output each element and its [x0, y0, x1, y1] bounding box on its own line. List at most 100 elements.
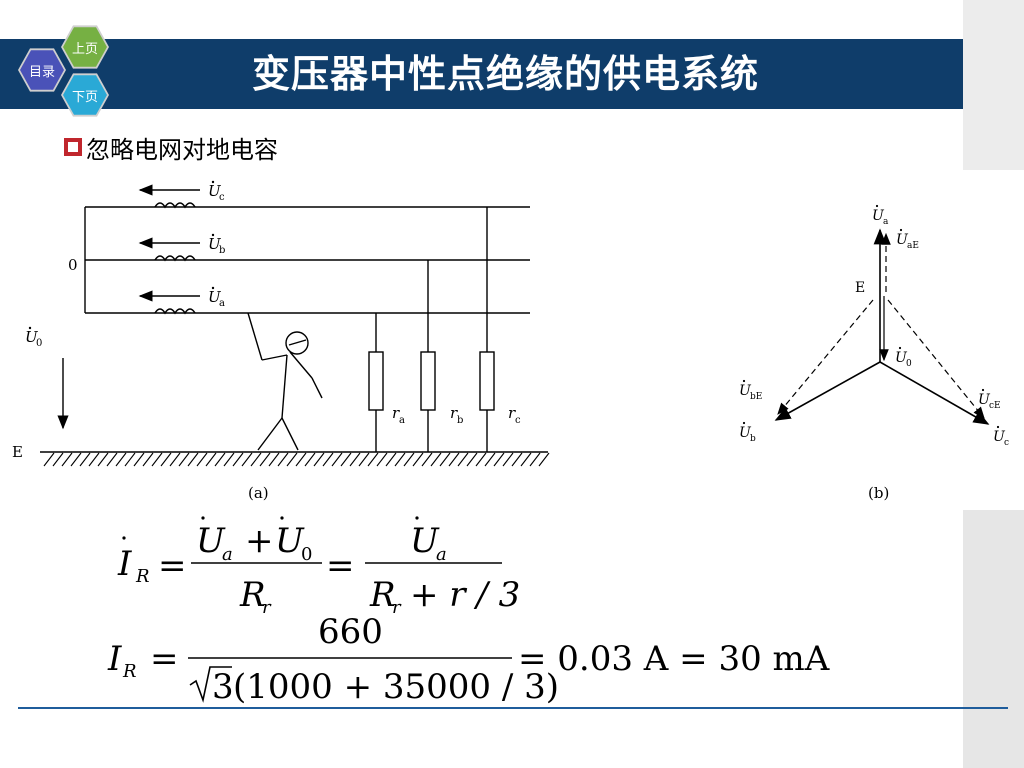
ground-hatch — [241, 452, 253, 467]
f1-num2: U — [410, 521, 440, 561]
ground-hatch — [232, 452, 244, 467]
label-phasor-uce-sub: cE — [989, 401, 1001, 411]
bullet-square-icon — [64, 138, 82, 156]
label-phasor-ube-sub: bE — [750, 392, 762, 402]
side-panel-middle — [963, 170, 1024, 510]
ground-hatch — [115, 452, 127, 467]
ground-hatch — [439, 452, 451, 467]
bullet-item: 忽略电网对地电容 — [64, 132, 278, 164]
f2-num: 660 — [318, 612, 383, 652]
label-ua-sub: a — [219, 298, 225, 309]
ground-hatch — [151, 452, 163, 467]
f1-eq1: = — [158, 546, 187, 586]
ground-hatch — [385, 452, 397, 467]
ground-hatch — [484, 452, 496, 467]
label-phasor-ua-sub: a — [883, 217, 889, 227]
label-phasor-ub-sub: b — [750, 434, 756, 444]
ground-hatch — [196, 452, 208, 467]
f1-den2b: + r / 3 — [410, 575, 520, 615]
f1-num1: U — [196, 521, 226, 561]
ground-hatch — [313, 452, 325, 467]
ground-hatch — [70, 452, 82, 467]
ground-hatch — [466, 452, 478, 467]
node-e-label: E — [12, 443, 23, 461]
side-panel-top — [963, 0, 1024, 170]
ground-hatch — [88, 452, 100, 467]
f2-result: = 0.03 A = 30 mA — [518, 639, 830, 679]
ground-hatch — [295, 452, 307, 467]
caption-a: (a) — [248, 484, 269, 502]
f1-eq2: = — [326, 546, 355, 586]
ground-hatch — [187, 452, 199, 467]
ground-hatch — [331, 452, 343, 467]
f2-lhs-sub: R — [122, 661, 137, 682]
node-zero-label: 0 — [68, 256, 78, 274]
f2-den-root: 3 — [212, 667, 234, 707]
ground-hatch — [520, 452, 532, 467]
prev-page-button[interactable]: 上页 — [63, 27, 107, 67]
label-phasor-uae: U — [896, 232, 909, 248]
f1-plus: + — [245, 521, 274, 561]
f2-sqrt-sign — [189, 666, 232, 703]
label-phasor-ube: U — [739, 383, 752, 399]
label-ra-sub: a — [399, 415, 405, 426]
label-u0-sub: 0 — [36, 338, 42, 349]
label-phasor-uc: U — [993, 429, 1006, 445]
ground-hatch — [142, 452, 154, 467]
ground-hatch — [97, 452, 109, 467]
label-rc-sub: c — [515, 415, 521, 426]
f1-num1b: U — [275, 521, 305, 561]
ground-hatch — [421, 452, 433, 467]
ground-hatch — [538, 452, 550, 467]
ground-hatch — [169, 452, 181, 467]
ground-hatch — [160, 452, 172, 467]
ground-hatch — [430, 452, 442, 467]
label-phasor-uce: U — [978, 392, 991, 408]
label-phasor-uc-sub: c — [1004, 438, 1009, 448]
ground-hatch — [475, 452, 487, 467]
f2-eq: = — [150, 639, 179, 679]
ground-hatch — [61, 452, 73, 467]
label-phasor-uae-sub: aE — [907, 241, 919, 251]
f1-lhs-sub: R — [135, 566, 150, 587]
ground-hatch — [511, 452, 523, 467]
ground-hatch — [268, 452, 280, 467]
ground-hatch — [493, 452, 505, 467]
next-page-button[interactable]: 下页 — [63, 75, 107, 115]
ground-hatch — [403, 452, 415, 467]
label-u0: U — [25, 328, 39, 346]
ground-hatch — [79, 452, 91, 467]
ground-hatch — [394, 452, 406, 467]
label-phasor-ub: U — [739, 425, 752, 441]
f1-den2a: R — [369, 575, 396, 615]
label-ub-sub: b — [219, 245, 225, 256]
ground-hatch — [133, 452, 145, 467]
label-uc-sub: c — [219, 192, 225, 203]
ground-hatch — [259, 452, 271, 467]
label-rc: r — [508, 404, 516, 422]
f1-num2-sub: a — [436, 544, 447, 565]
ground-hatch — [412, 452, 424, 467]
label-rb-sub: b — [457, 415, 463, 426]
label-ua: U — [208, 288, 222, 306]
title-bar — [0, 39, 963, 109]
ground-hatch — [178, 452, 190, 467]
label-phasor-ua: U — [872, 208, 885, 224]
label-phasor-u0: U — [895, 350, 908, 366]
ground-hatch — [286, 452, 298, 467]
f1-num1b-sub: 0 — [301, 544, 312, 565]
label-rb: r — [450, 404, 458, 422]
ground-hatch — [448, 452, 460, 467]
ground-hatch — [502, 452, 514, 467]
f1-den1-sub: r — [262, 597, 272, 618]
ground-hatch — [214, 452, 226, 467]
f2-lhs: I — [107, 639, 122, 679]
ground-hatch — [376, 452, 388, 467]
ground-hatch — [304, 452, 316, 467]
ground-hatch — [277, 452, 289, 467]
ground-hatch — [349, 452, 361, 467]
f2-den-rest: (1000 + 35000 / 3) — [233, 667, 559, 707]
ground-hatch — [529, 452, 541, 467]
ground-hatch — [106, 452, 118, 467]
label-phasor-e: E — [855, 280, 865, 296]
